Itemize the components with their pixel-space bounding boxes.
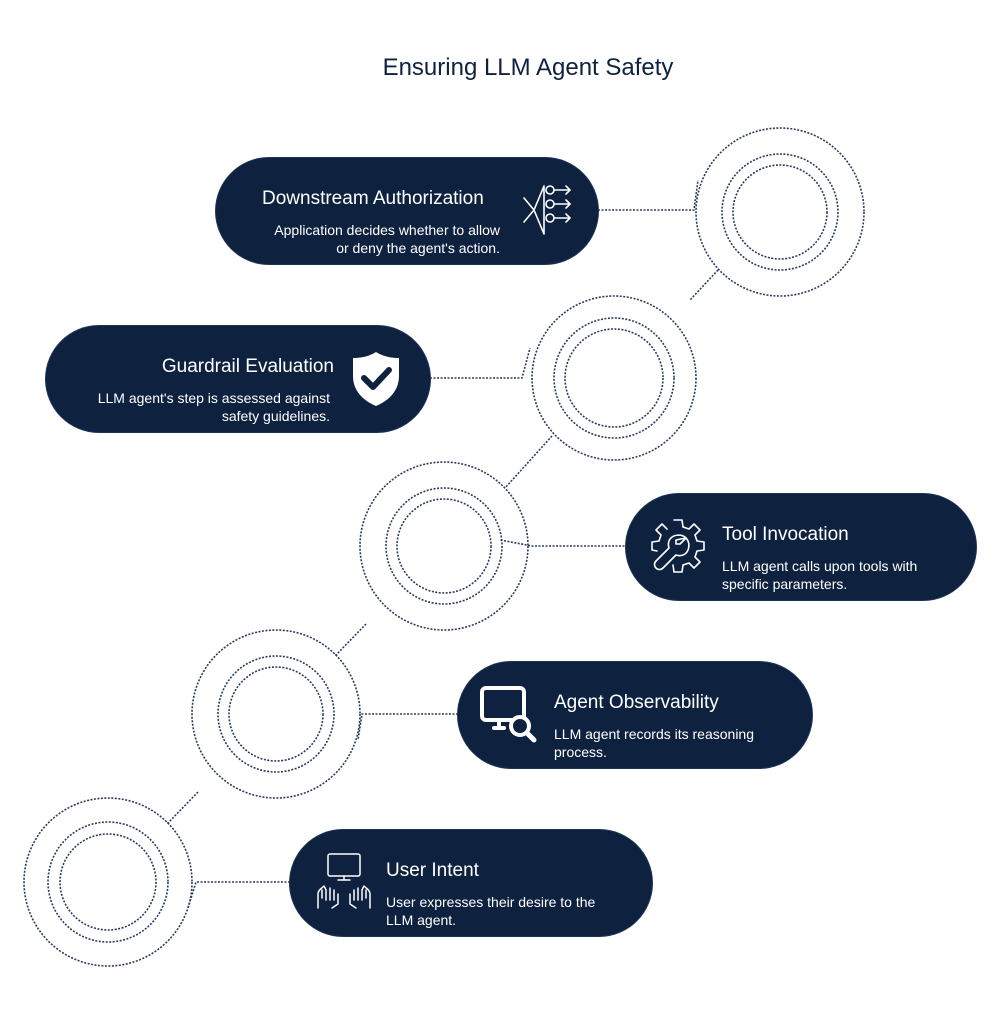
horizontal-connectors xyxy=(187,179,699,909)
diagram-title: Ensuring LLM Agent Safety xyxy=(382,54,674,81)
step-heading: Downstream Authorization xyxy=(262,188,484,209)
step-description: User expresses their desire to the LLM a… xyxy=(386,894,596,928)
step-ring-3 xyxy=(359,461,529,631)
step-agent-observability: Agent Observability LLM agent records it… xyxy=(458,662,812,768)
diagonal-connectors xyxy=(166,269,719,825)
step-description: LLM agent calls upon tools with specific… xyxy=(722,558,918,592)
step-ring-1 xyxy=(695,127,865,297)
shield-check-icon xyxy=(344,346,408,410)
authorization-flow-icon xyxy=(514,178,578,242)
gear-wrench-icon xyxy=(646,514,710,578)
step-description: LLM agent's step is assessed against saf… xyxy=(97,390,330,424)
step-downstream-authorization: Downstream Authorization Application dec… xyxy=(216,158,598,264)
step-heading: User Intent xyxy=(386,860,479,881)
step-heading: Guardrail Evaluation xyxy=(161,356,334,377)
step-description: Application decides whether to allow or … xyxy=(274,222,500,256)
step-heading: Tool Invocation xyxy=(722,524,849,545)
step-heading: Agent Observability xyxy=(554,692,719,713)
step-ring-4 xyxy=(191,629,361,799)
step-user-intent: User Intent User expresses their desire … xyxy=(290,830,652,936)
step-description: LLM agent records its reasoning process. xyxy=(554,726,754,760)
step-ring-5 xyxy=(23,797,193,967)
step-tool-invocation: Tool Invocation LLM agent calls upon too… xyxy=(626,494,976,600)
step-guardrail-evaluation: Guardrail Evaluation LLM agent's step is… xyxy=(46,326,430,432)
hands-typing-icon xyxy=(312,850,376,914)
monitor-search-icon xyxy=(476,682,540,746)
step-ring-2 xyxy=(531,295,697,461)
